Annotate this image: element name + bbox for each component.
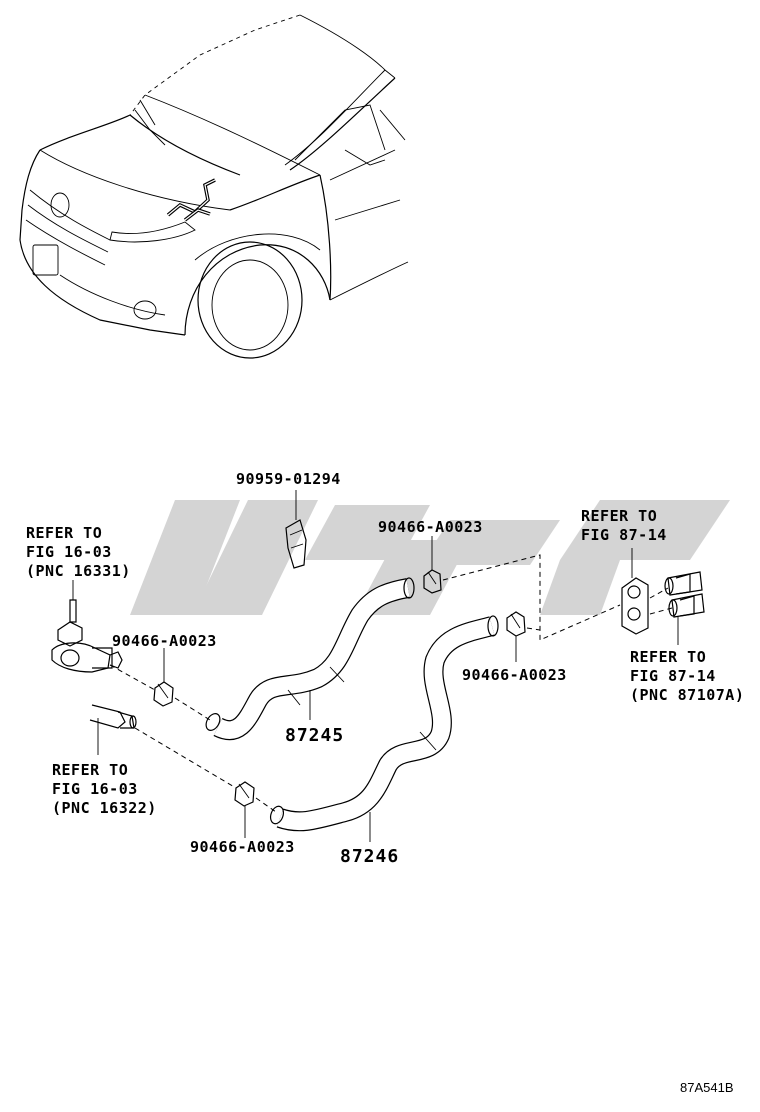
label-clamp-upper: 90466-A0023 bbox=[378, 518, 483, 536]
clamp-right[interactable] bbox=[506, 611, 526, 662]
label-clamp-left: 90466-A0023 bbox=[112, 632, 217, 650]
vehicle-illustration bbox=[19, 14, 409, 359]
bracket-part[interactable] bbox=[285, 490, 307, 569]
heater-core-fitting bbox=[621, 548, 705, 645]
svg-text:(PNC 87107A): (PNC 87107A) bbox=[630, 686, 744, 704]
connection-lines bbox=[109, 554, 673, 813]
svg-text:FIG 16-03: FIG 16-03 bbox=[52, 780, 138, 798]
svg-text:(PNC 16331): (PNC 16331) bbox=[26, 562, 131, 580]
diagram-code: 87A541B bbox=[680, 1080, 734, 1095]
label-clamp-right: 90466-A0023 bbox=[462, 666, 567, 684]
hose-87245[interactable] bbox=[203, 577, 415, 741]
label-hose-lower: 87246 bbox=[340, 846, 399, 867]
reference-right-upper: REFER TO FIG 87-14 bbox=[581, 507, 667, 544]
label-bracket: 90959-01294 bbox=[236, 470, 341, 488]
clamp-lower[interactable] bbox=[234, 781, 255, 838]
svg-text:REFER TO: REFER TO bbox=[581, 507, 657, 525]
reference-left-lower: REFER TO FIG 16-03 (PNC 16322) bbox=[52, 761, 157, 817]
reference-left-upper: REFER TO FIG 16-03 (PNC 16331) bbox=[26, 524, 131, 580]
clamp-upper[interactable] bbox=[423, 536, 442, 594]
label-clamp-lower: 90466-A0023 bbox=[190, 838, 295, 856]
svg-text:FIG 16-03: FIG 16-03 bbox=[26, 543, 112, 561]
svg-text:REFER TO: REFER TO bbox=[52, 761, 128, 779]
svg-text:(PNC 16322): (PNC 16322) bbox=[52, 799, 157, 817]
svg-text:FIG 87-14: FIG 87-14 bbox=[630, 667, 716, 685]
engine-fitting-lower bbox=[89, 704, 137, 755]
clamp-left[interactable] bbox=[153, 648, 174, 707]
svg-text:REFER TO: REFER TO bbox=[26, 524, 102, 542]
engine-fitting-upper bbox=[51, 580, 123, 673]
svg-text:REFER TO: REFER TO bbox=[630, 648, 706, 666]
reference-right-lower: REFER TO FIG 87-14 (PNC 87107A) bbox=[630, 648, 744, 704]
label-hose-upper: 87245 bbox=[285, 725, 344, 746]
svg-text:FIG 87-14: FIG 87-14 bbox=[581, 526, 667, 544]
hose-87246[interactable] bbox=[268, 615, 499, 842]
